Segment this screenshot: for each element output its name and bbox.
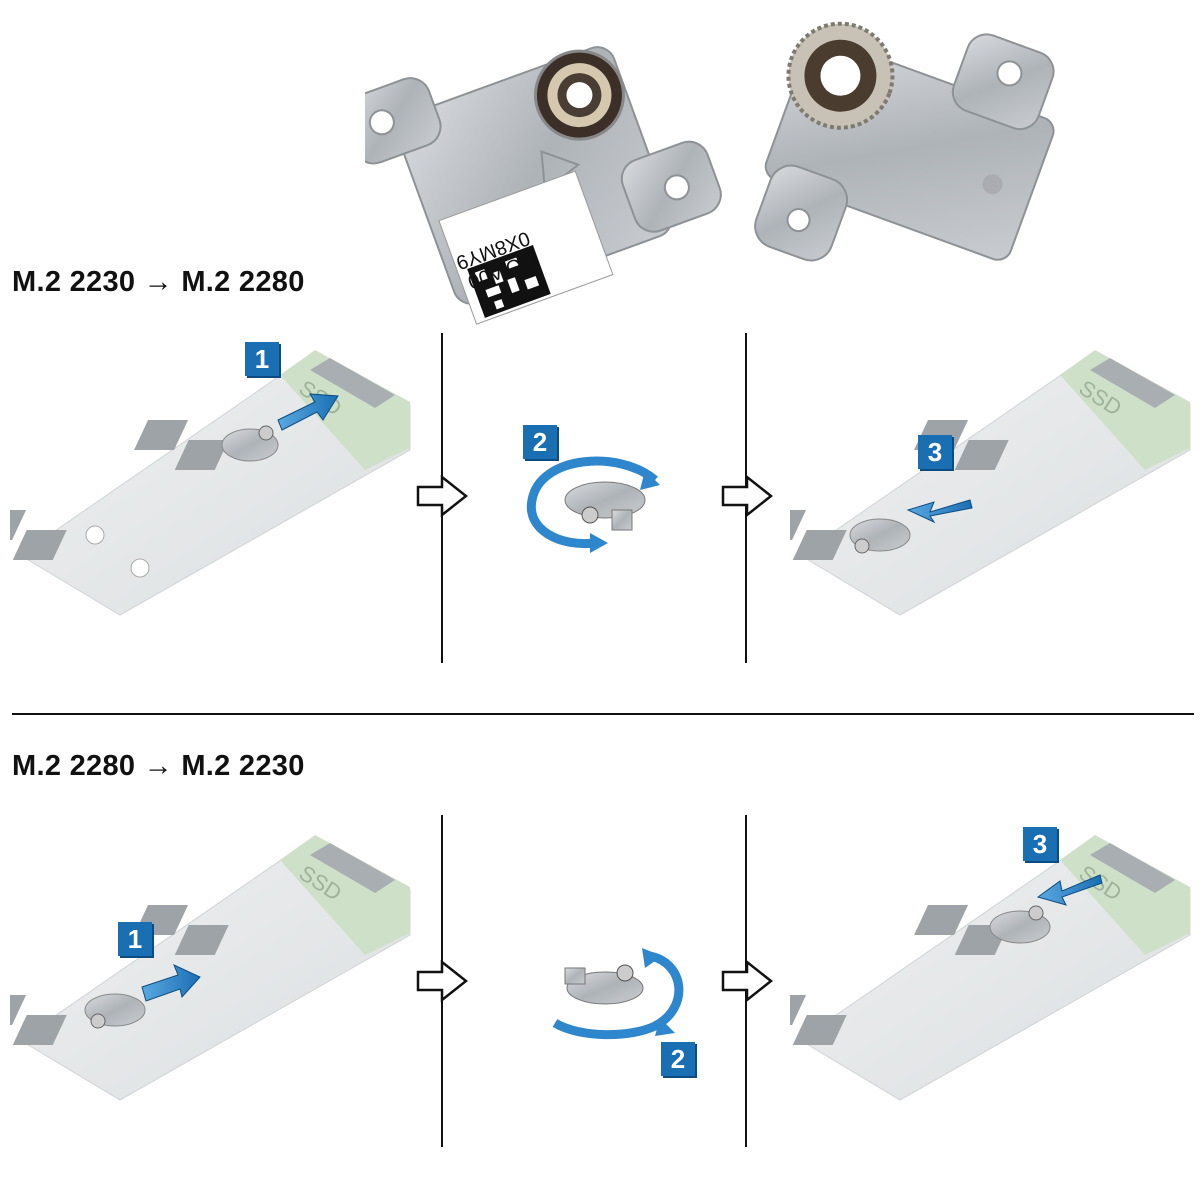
section-title-bottom: M.2 2280 → M.2 2230 bbox=[12, 750, 305, 782]
next-arrow-icon bbox=[721, 475, 773, 517]
next-arrow-icon bbox=[721, 960, 773, 1002]
ssd-board-top-left: SSD bbox=[10, 350, 411, 616]
next-arrow-icon bbox=[416, 960, 468, 1002]
rotate-step-top bbox=[526, 456, 660, 553]
step-badge-top-1: 1 bbox=[245, 342, 279, 376]
step-badge-top-3: 3 bbox=[918, 435, 952, 469]
section-divider bbox=[12, 713, 1194, 715]
section-title-top: M.2 2230 → M.2 2280 bbox=[12, 266, 305, 298]
next-arrow-icon bbox=[416, 475, 468, 517]
step-badge-bottom-1: 1 bbox=[118, 922, 152, 956]
rotate-step-bottom bbox=[552, 948, 684, 1040]
step-badge-top-2: 2 bbox=[523, 425, 557, 459]
bracket-photo-back bbox=[754, 21, 1055, 262]
ssd-board-top-right: SSD bbox=[790, 350, 1191, 616]
ssd-board-bottom-right: SSD bbox=[790, 835, 1191, 1101]
ssd-board-bottom-left: SSD bbox=[10, 835, 411, 1101]
step-badge-bottom-2: 2 bbox=[661, 1042, 695, 1076]
step-badge-bottom-3: 3 bbox=[1023, 827, 1057, 861]
bracket-photo-front: 0X8MY9 I1O A00 bbox=[365, 46, 722, 325]
